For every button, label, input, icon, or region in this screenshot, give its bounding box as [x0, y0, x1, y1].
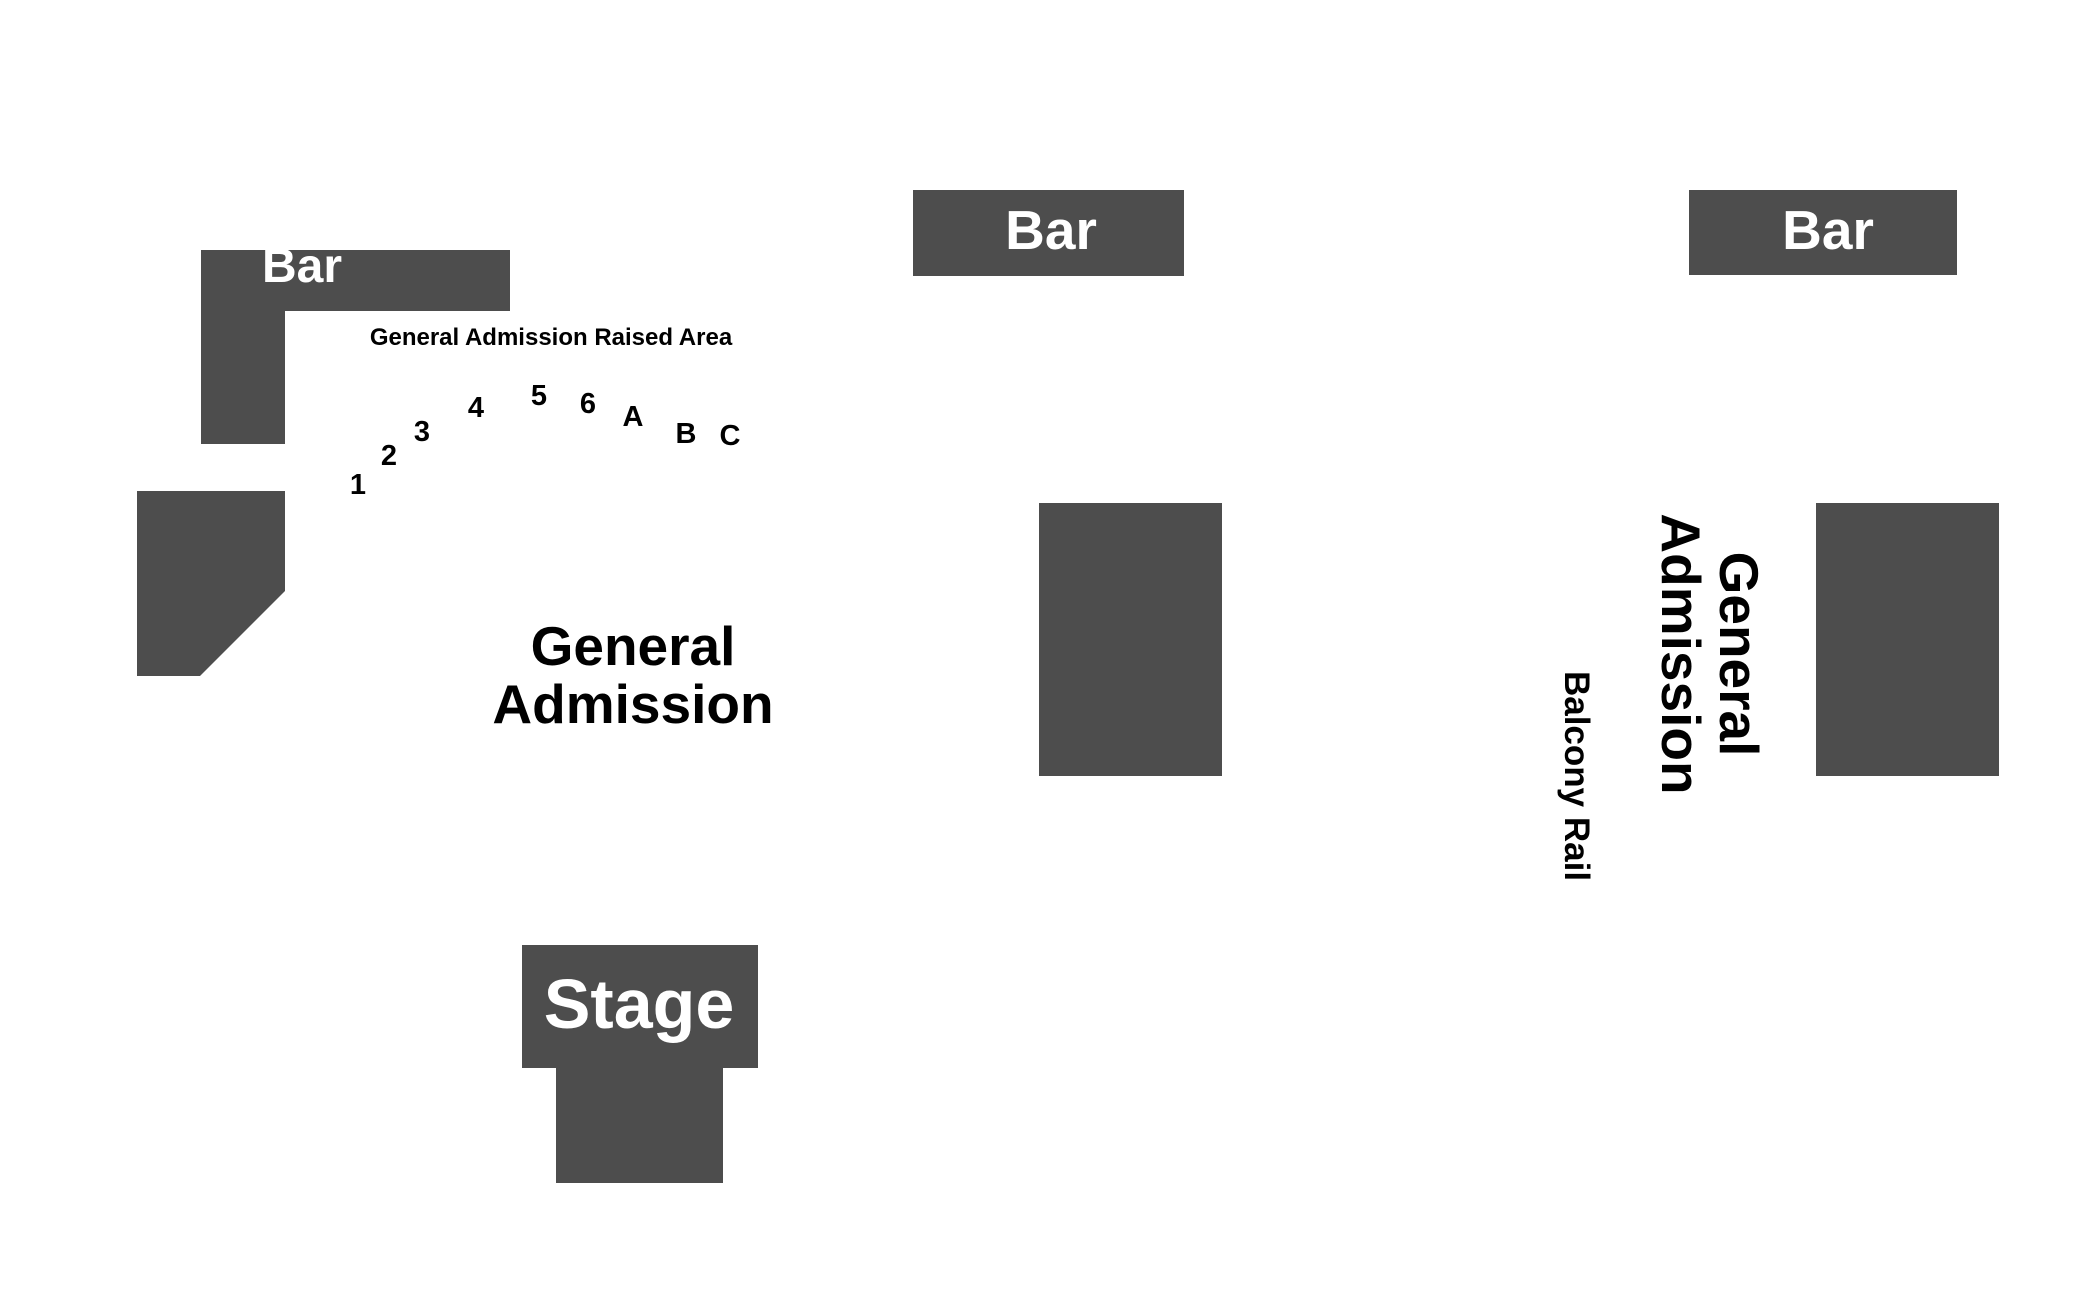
- row-label-b[interactable]: B: [676, 418, 697, 450]
- row-label-5[interactable]: 5: [531, 380, 547, 412]
- left-bar-block[interactable]: [201, 250, 510, 444]
- middle-column-block[interactable]: [1039, 503, 1222, 776]
- row-label-1[interactable]: 1: [350, 469, 366, 501]
- raised-area-title: General Admission Raised Area: [370, 324, 733, 351]
- row-label-3[interactable]: 3: [414, 416, 430, 448]
- balcony-ga-label-line1[interactable]: General: [1708, 552, 1770, 757]
- right-bar-label: Bar: [1782, 199, 1874, 261]
- row-label-c[interactable]: C: [720, 420, 741, 452]
- stage-label: Stage: [544, 965, 735, 1043]
- ga-main-label-line1[interactable]: General: [531, 615, 736, 677]
- right-column-block[interactable]: [1816, 503, 1999, 776]
- balcony-ga-label-line2[interactable]: Admission: [1650, 513, 1712, 794]
- stage-block[interactable]: [522, 945, 758, 1183]
- row-label-2[interactable]: 2: [381, 440, 397, 472]
- row-label-6[interactable]: 6: [580, 388, 596, 420]
- middle-bar-label: Bar: [1005, 199, 1097, 261]
- middle-bar-block[interactable]: [913, 190, 1184, 276]
- ga-main-label-line2[interactable]: Admission: [492, 673, 773, 735]
- left-bar-label: Bar: [262, 240, 342, 293]
- balcony-rail-label: Balcony Rail: [1557, 671, 1596, 881]
- right-bar-block[interactable]: [1689, 190, 1957, 275]
- row-label-4[interactable]: 4: [468, 392, 484, 424]
- row-label-a[interactable]: A: [623, 401, 644, 433]
- left-corner-block[interactable]: [137, 491, 285, 676]
